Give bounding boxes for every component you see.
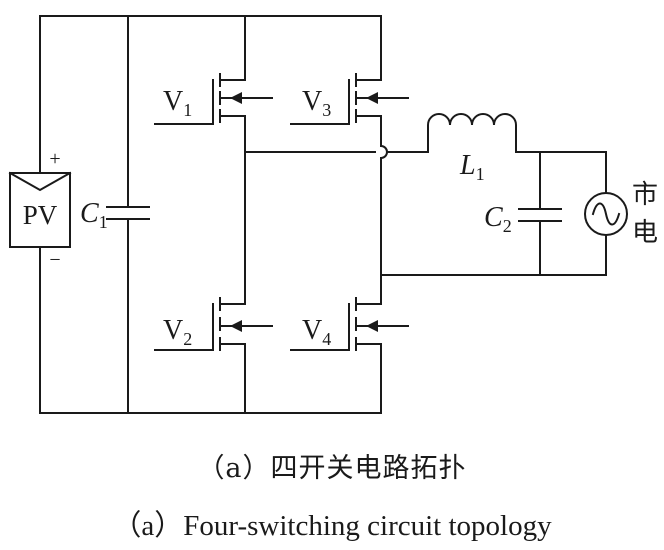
pv-panel-corner-mark <box>8 171 72 192</box>
ac-source-sine-icon <box>591 202 621 226</box>
mosfet-v1-arrow-icon <box>230 92 242 104</box>
grid-label-line-2: 电 <box>632 218 658 248</box>
mosfet-v2-arrow-icon <box>230 320 242 332</box>
mosfet-v3 <box>290 69 409 127</box>
pv-panel-box <box>9 172 71 248</box>
grid-label-line-1: 市 <box>632 180 658 210</box>
c2-label: C2 <box>484 202 512 236</box>
mosfet-v2 <box>154 291 273 359</box>
v1-label: V1 <box>163 86 192 120</box>
v4-label: V4 <box>302 315 331 349</box>
v2-label: V2 <box>163 315 192 349</box>
mosfet-v3-arrow-icon <box>366 92 378 104</box>
mosfet-v1 <box>154 69 273 127</box>
l1-label: L1 <box>459 150 485 184</box>
v3-label: V3 <box>302 86 331 120</box>
c1-label: C1 <box>80 198 108 232</box>
inductor-l1 <box>427 113 517 153</box>
circuit-diagram: PV + − C1 V1 V3 V2 V4 L1 C2 市 电 <box>8 15 658 414</box>
mosfet-v4-arrow-icon <box>366 320 378 332</box>
mosfet-v4 <box>290 291 409 359</box>
pv-plus-sign: + <box>49 148 60 170</box>
pv-minus-sign: − <box>49 249 60 271</box>
caption-chinese: （a）四开关电路拓扑 <box>197 453 467 484</box>
pv-label: PV <box>23 200 58 230</box>
caption-english: （a）Four-switching circuit topology <box>112 510 552 542</box>
